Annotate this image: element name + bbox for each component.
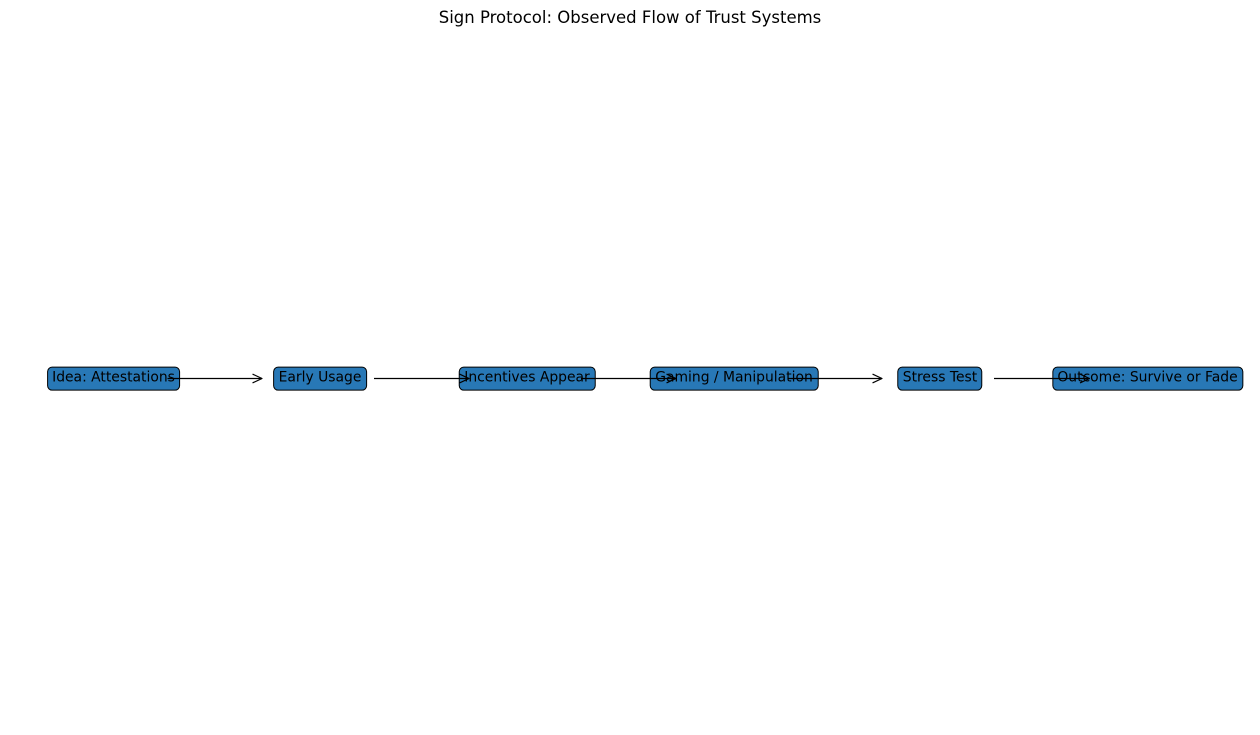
figure-title: Sign Protocol: Observed Flow of Trust Sy… xyxy=(438,8,822,27)
flow-node: Stress Test xyxy=(897,366,983,391)
flow-node: Idea: Attestations xyxy=(46,366,181,391)
flow-node: Incentives Appear xyxy=(458,366,596,391)
flow-node: Early Usage xyxy=(273,366,367,391)
flow-node: Outcome: Survive or Fade xyxy=(1051,366,1244,391)
flow-node: Gaming / Manipulation xyxy=(649,366,819,391)
